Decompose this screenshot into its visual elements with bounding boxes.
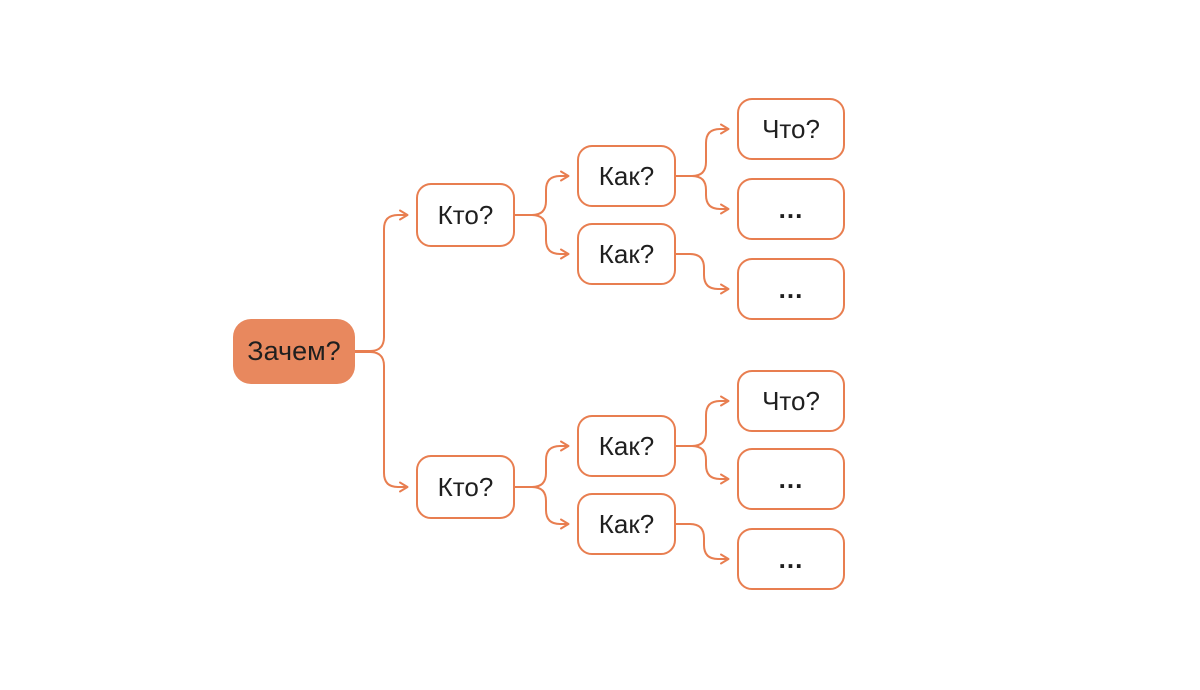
node-dots-bottom-2[interactable]: ...: [737, 528, 845, 590]
edge-who-top-how-top-1: [514, 170, 570, 216]
node-dots-top-2-label: ...: [778, 273, 804, 304]
node-who-bottom[interactable]: Кто?: [416, 455, 515, 519]
node-dots-bottom-1[interactable]: ...: [737, 448, 845, 510]
node-dots-top-1-label: ...: [778, 193, 804, 224]
edge-who-top-how-top-2: [514, 214, 570, 260]
node-dots-top-2[interactable]: ...: [737, 258, 845, 320]
edge-how-top-1-what-top: [675, 123, 730, 177]
node-how-bottom-2[interactable]: Как?: [577, 493, 676, 555]
node-how-bottom-1-label: Как?: [598, 430, 655, 461]
node-root[interactable]: Зачем?: [233, 319, 355, 384]
node-how-bottom-2-label: Как?: [598, 508, 655, 539]
edge-root-who-bottom: [354, 351, 409, 493]
edge-how-bottom-1-dots-bottom-1: [675, 445, 730, 485]
node-root-label: Зачем?: [247, 336, 341, 366]
edge-how-top-1-dots-top-1: [675, 175, 730, 215]
node-what-top-label: Что?: [762, 113, 820, 144]
edge-how-top-2-dots-top-2: [675, 253, 730, 295]
node-how-top-2[interactable]: Как?: [577, 223, 676, 285]
edge-who-bottom-how-bottom-1: [514, 440, 570, 488]
node-how-top-1-label: Как?: [598, 160, 655, 191]
edge-how-bottom-1-what-bottom: [675, 395, 730, 447]
node-how-bottom-1[interactable]: Как?: [577, 415, 676, 477]
edge-how-bottom-2-dots-bottom-2: [675, 523, 730, 565]
node-dots-top-1[interactable]: ...: [737, 178, 845, 240]
node-what-bottom-label: Что?: [762, 385, 820, 416]
node-what-bottom[interactable]: Что?: [737, 370, 845, 432]
node-dots-bottom-2-label: ...: [778, 543, 804, 574]
node-how-top-2-label: Как?: [598, 238, 655, 269]
edge-root-who-top: [354, 209, 409, 352]
node-how-top-1[interactable]: Как?: [577, 145, 676, 207]
node-who-top[interactable]: Кто?: [416, 183, 515, 247]
node-who-top-label: Кто?: [437, 199, 494, 230]
node-dots-bottom-1-label: ...: [778, 463, 804, 494]
node-what-top[interactable]: Что?: [737, 98, 845, 160]
node-who-bottom-label: Кто?: [437, 471, 494, 502]
edge-who-bottom-how-bottom-2: [514, 486, 570, 530]
